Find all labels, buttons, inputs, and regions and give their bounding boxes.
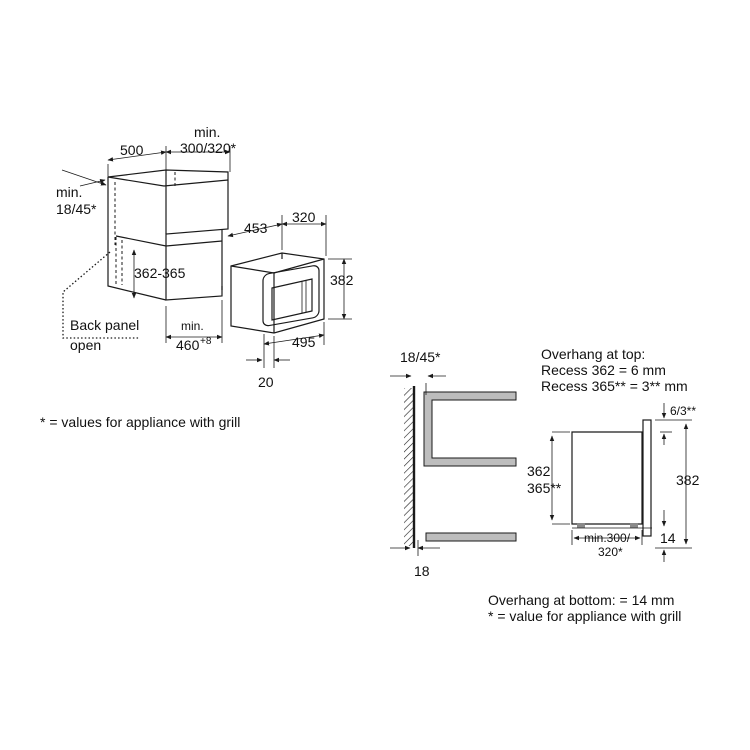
top-overhang-label: 6/3** — [670, 404, 696, 418]
depth-label: 500 — [120, 142, 144, 158]
side-gap-label-line-2: 18/45* — [56, 201, 97, 217]
recess-height-label: 362-365 — [134, 265, 186, 281]
width-tolerance: +8 — [200, 336, 212, 347]
oven-depth-label: 320 — [292, 209, 316, 225]
detail-min-label-line-1: min.300/ — [584, 531, 631, 545]
oven-offset-label: 453 — [244, 220, 268, 236]
back-panel-label-line-2: open — [70, 337, 101, 353]
detail-height-label: 382 — [676, 472, 700, 488]
grill-footnote: * = values for appliance with grill — [40, 414, 240, 430]
lower-shelf — [425, 532, 517, 542]
microwave-profile — [571, 431, 643, 525]
side-gap-label-line-1: min. — [56, 184, 82, 200]
side-section-view: 18/45* 18 — [390, 349, 517, 579]
microwave-foot — [577, 523, 585, 528]
detail-view: Overhang at top: Recess 362 = 6 mm Reces… — [527, 346, 700, 562]
overhang-top-line-2: Recess 362 = 6 mm — [541, 362, 666, 378]
oven-width-label: 495 — [292, 334, 316, 350]
back-panel-label-line-1: Back panel — [70, 317, 139, 333]
recess-label-line-2: 365** — [527, 480, 562, 496]
cabinet-outline — [107, 169, 229, 301]
bottom-overhang-label: 14 — [660, 530, 676, 546]
isometric-view: 500 min. 300/320* min. 18/45* 362-365 Ba… — [56, 124, 354, 390]
frame-label: 20 — [258, 374, 274, 390]
side-gap-label: 18/45* — [400, 349, 441, 365]
microwave-oven — [230, 252, 325, 334]
back-panel-outline — [62, 251, 140, 339]
width-label: 460 — [176, 337, 200, 353]
grill-value-footnote: * = value for appliance with grill — [488, 608, 681, 624]
wall-thickness-label: 18 — [414, 563, 430, 579]
min-label: min. — [181, 319, 204, 333]
overhang-top-line-1: Overhang at top: — [541, 346, 645, 362]
detail-min-label-line-2: 320* — [598, 545, 623, 559]
oven-height-label: 382 — [330, 272, 354, 288]
wall-hatching — [404, 388, 413, 546]
overhang-bottom-note: Overhang at bottom: = 14 mm — [488, 592, 674, 608]
upper-shelf — [423, 391, 517, 467]
clearance-label-line-1: min. — [194, 124, 220, 140]
microwave-foot — [630, 523, 638, 528]
overhang-top-line-3: Recess 365** = 3** mm — [541, 378, 688, 394]
clearance-label-line-2: 300/320* — [180, 140, 237, 156]
recess-label-line-1: 362 — [527, 463, 551, 479]
iso-dimension-lines — [61, 146, 352, 368]
